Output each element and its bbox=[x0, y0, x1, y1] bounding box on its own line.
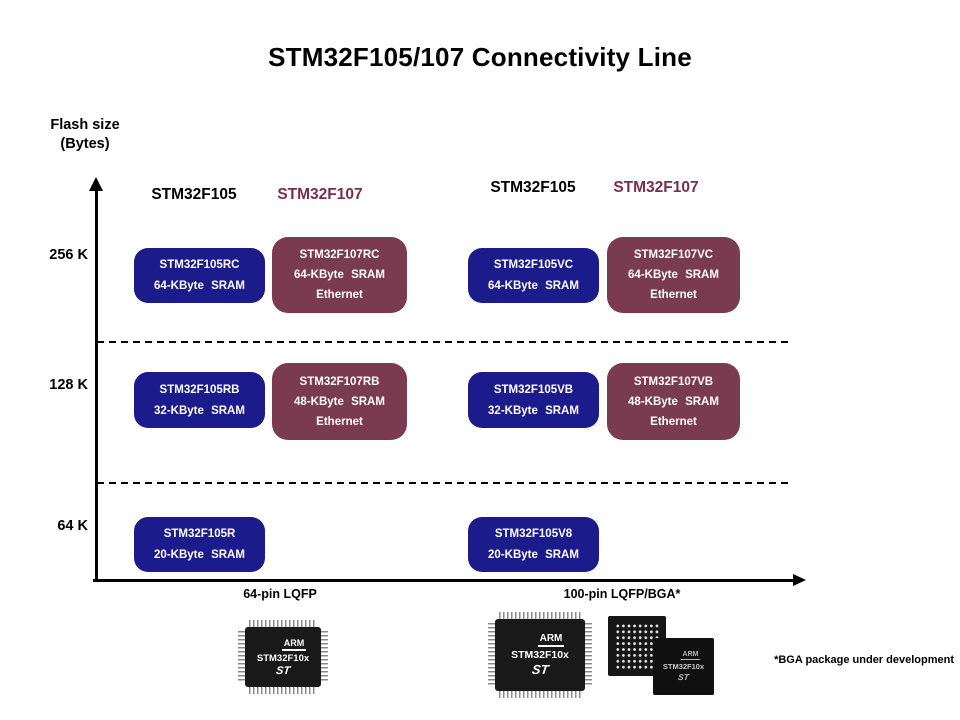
chip-part-number: STM32F10x bbox=[256, 652, 310, 664]
group1-header-stm32f107: STM32F107 bbox=[277, 186, 363, 203]
bga-ball-grid bbox=[614, 622, 660, 670]
chip-part-number: STM32F10x bbox=[662, 662, 705, 671]
arm-logo: ARM bbox=[680, 651, 701, 660]
chip-body: ARM STM32F10x ST bbox=[495, 619, 585, 691]
group2-header-stm32f105: STM32F105 bbox=[490, 179, 576, 196]
page-title: STM32F105/107 Connectivity Line bbox=[268, 42, 692, 72]
sram-size: 20-KByte SRAM bbox=[154, 549, 245, 561]
y-axis-label: Flash size (Bytes) bbox=[30, 116, 140, 154]
ethernet-label: Ethernet bbox=[316, 415, 363, 428]
sram-size: 48-KByte SRAM bbox=[628, 395, 719, 408]
sram-size: 20-KByte SRAM bbox=[488, 549, 579, 561]
sram-size: 64-KByte SRAM bbox=[628, 269, 719, 281]
group2-header-stm32f107: STM32F107 bbox=[613, 179, 699, 196]
st-logo: ST bbox=[530, 662, 550, 677]
chip-box-stm32f105rc: STM32F105RC 64-KByte SRAM bbox=[134, 248, 265, 303]
chip-box-stm32f107vc: STM32F107VC 64-KByte SRAM Ethernet bbox=[607, 237, 740, 313]
chip-box-stm32f107rc: STM32F107RC 64-KByte SRAM Ethernet bbox=[272, 237, 407, 313]
sram-size: 32-KByte SRAM bbox=[488, 404, 579, 417]
dashed-divider-256k-128k bbox=[97, 341, 789, 343]
lqfp100-package-image: ARM STM32F10x ST bbox=[488, 612, 592, 698]
chip-name: STM32F107VC bbox=[633, 249, 714, 261]
sram-size: 32-KByte SRAM bbox=[154, 404, 245, 417]
chip-box-stm32f105r: STM32F105R 20-KByte SRAM bbox=[134, 517, 265, 572]
arm-logo: ARM bbox=[537, 633, 565, 647]
chip-name: STM32F105RC bbox=[159, 259, 240, 271]
st-logo: ST bbox=[275, 664, 291, 677]
group1-header-stm32f105: STM32F105 bbox=[151, 186, 237, 203]
y-axis-label-line1: Flash size bbox=[50, 117, 120, 133]
chip-pins-bottom bbox=[249, 687, 317, 694]
ethernet-label: Ethernet bbox=[650, 415, 697, 428]
chip-pins-top bbox=[499, 612, 581, 619]
chip-pins-left bbox=[488, 623, 495, 687]
chip-pins-left bbox=[238, 631, 245, 683]
y-axis-arrow-icon bbox=[89, 177, 103, 191]
bga-marked-package-image: ARM STM32F10x ST bbox=[653, 638, 714, 695]
y-tick-256k: 256 K bbox=[49, 247, 88, 263]
chip-pins-top bbox=[249, 620, 317, 627]
chip-name: STM32F105VC bbox=[493, 259, 574, 271]
chip-pins-right bbox=[585, 623, 592, 687]
chip-box-stm32f107vb: STM32F107VB 48-KByte SRAM Ethernet bbox=[607, 363, 740, 440]
y-tick-128k: 128 K bbox=[49, 377, 88, 393]
chip-name: STM32F107RB bbox=[299, 375, 380, 388]
chip-box-stm32f105vc: STM32F105VC 64-KByte SRAM bbox=[468, 248, 599, 303]
y-axis-line bbox=[95, 189, 98, 581]
x-axis-arrow-icon bbox=[793, 574, 806, 586]
chip-pins-right bbox=[321, 631, 328, 683]
y-tick-64k: 64 K bbox=[57, 518, 88, 534]
st-logo: ST bbox=[677, 672, 690, 682]
sram-size: 48-KByte SRAM bbox=[294, 395, 385, 408]
chip-box-stm32f105v8: STM32F105V8 20-KByte SRAM bbox=[468, 517, 599, 572]
chip-body: ARM STM32F10x ST bbox=[245, 627, 321, 687]
sram-size: 64-KByte SRAM bbox=[488, 280, 579, 292]
chip-box-stm32f107rb: STM32F107RB 48-KByte SRAM Ethernet bbox=[272, 363, 407, 440]
x-tick-64pin-lqfp: 64-pin LQFP bbox=[243, 587, 317, 601]
ethernet-label: Ethernet bbox=[316, 289, 363, 301]
chip-name: STM32F105VB bbox=[493, 383, 574, 396]
x-axis-line bbox=[93, 579, 795, 582]
x-tick-100pin-lqfp-bga: 100-pin LQFP/BGA* bbox=[563, 587, 681, 601]
sram-size: 64-KByte SRAM bbox=[294, 269, 385, 281]
chip-part-number: STM32F10x bbox=[511, 649, 569, 661]
bga-footnote: *BGA package under development bbox=[774, 654, 954, 666]
chip-name: STM32F107VB bbox=[633, 375, 714, 388]
y-axis-label-line2: (Bytes) bbox=[60, 136, 110, 152]
chip-name: STM32F107RC bbox=[299, 249, 380, 261]
chip-box-stm32f105rb: STM32F105RB 32-KByte SRAM bbox=[134, 372, 265, 428]
dashed-divider-128k-64k bbox=[97, 482, 789, 484]
chip-box-stm32f105vb: STM32F105VB 32-KByte SRAM bbox=[468, 372, 599, 428]
chip-pins-bottom bbox=[499, 691, 581, 698]
lqfp64-package-image: ARM STM32F10x ST bbox=[238, 620, 328, 694]
chip-name: STM32F105RB bbox=[159, 383, 240, 396]
ethernet-label: Ethernet bbox=[650, 289, 697, 301]
sram-size: 64-KByte SRAM bbox=[154, 280, 245, 292]
chip-name: STM32F105V8 bbox=[494, 528, 573, 540]
arm-logo: ARM bbox=[281, 638, 307, 651]
chip-name: STM32F105R bbox=[163, 528, 236, 540]
